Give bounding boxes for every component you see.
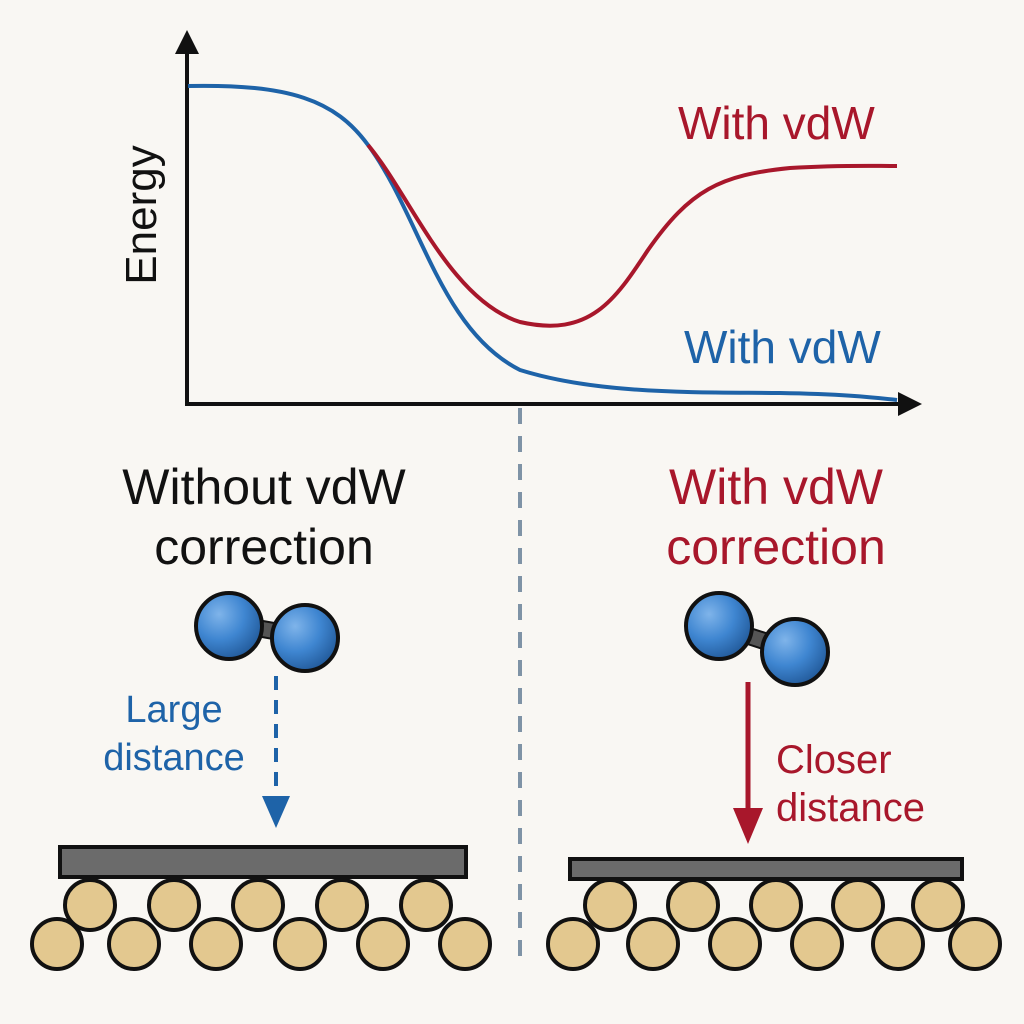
closer-distance-line2: distance — [776, 786, 925, 830]
left-surface — [30, 845, 492, 971]
closer-distance-label: Closer distance — [776, 736, 925, 832]
large-distance-line2: distance — [103, 737, 245, 779]
left-title-line1: Without vdW — [122, 459, 406, 515]
left-panel-title: Without vdW correction — [84, 457, 444, 577]
right-atom-row-bottom — [546, 917, 1002, 971]
left-adsorbent-plate — [58, 845, 468, 879]
left-molecule — [194, 591, 340, 673]
left-atom-row-bottom — [30, 917, 492, 971]
energy-curve-with-vdw — [366, 143, 898, 328]
right-panel-title: With vdW correction — [596, 457, 956, 577]
left-title-line2: correction — [154, 519, 374, 575]
left-atom-row-top — [63, 878, 453, 932]
right-atom-row-top — [583, 878, 965, 932]
large-distance-arrow — [262, 676, 290, 828]
right-adsorbent-plate — [568, 857, 964, 881]
closer-distance-line1: Closer — [776, 738, 892, 782]
right-title-line1: With vdW — [669, 459, 883, 515]
right-surface — [546, 857, 1002, 971]
curve-label-with-vdw-red: With vdW — [678, 97, 875, 149]
energy-curve-without-vdw — [187, 83, 898, 402]
right-molecule — [684, 591, 830, 687]
curve-label-with-vdw-blue: With vdW — [684, 321, 881, 373]
closer-distance-arrow — [733, 682, 763, 844]
y-axis-label: Energy — [117, 145, 166, 285]
large-distance-label: Large distance — [64, 686, 284, 782]
large-distance-line1: Large — [125, 689, 223, 731]
right-title-line2: correction — [666, 519, 886, 575]
